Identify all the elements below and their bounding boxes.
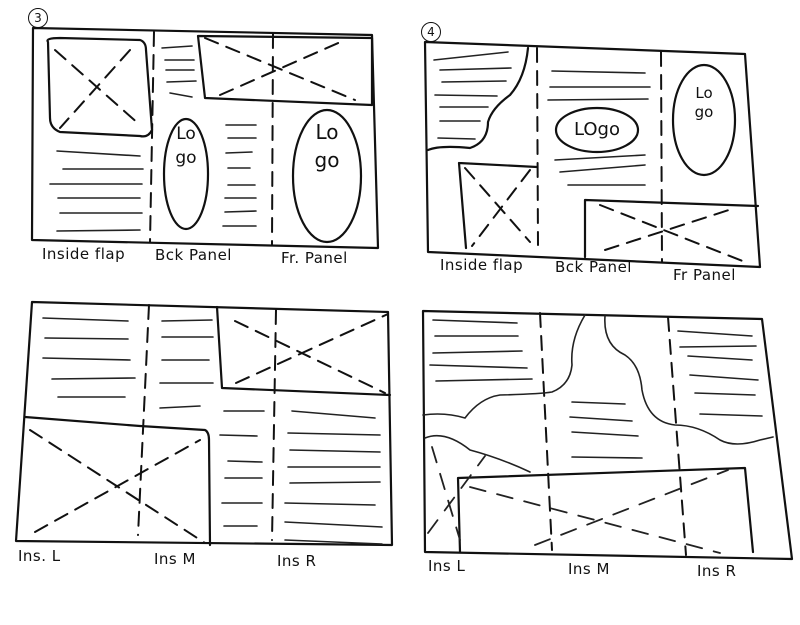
- panel-label-inside-middle: Ins M: [154, 550, 196, 568]
- text-lines: [161, 45, 197, 98]
- image-placeholder: [215, 305, 392, 397]
- image-placeholder: [456, 466, 755, 554]
- text-lines: [433, 51, 512, 140]
- sketch-6: [421, 309, 794, 561]
- fold-line: [149, 31, 155, 243]
- text-lines: [222, 124, 257, 227]
- fold-line: [536, 47, 539, 246]
- text-lines: [42, 317, 383, 545]
- panel-label-back-panel: Bck Panel: [155, 246, 232, 264]
- sketch-5: [14, 300, 394, 547]
- image-placeholder: [457, 161, 539, 250]
- image-cross: [469, 486, 721, 554]
- image-cross: [204, 37, 356, 101]
- panel-label-back-panel: Bck Panel: [555, 258, 632, 276]
- logo-oval: [291, 108, 363, 244]
- panel-label-front-panel: Fr. Panel: [281, 249, 348, 267]
- fold-line: [137, 304, 150, 536]
- fold-line: [271, 309, 277, 541]
- text-region-border: [422, 314, 586, 419]
- image-placeholder: [46, 36, 154, 138]
- text-region-border: [426, 46, 530, 152]
- fold-line: [539, 312, 553, 551]
- sketch-3-frame: [30, 26, 380, 250]
- image-cross: [534, 469, 729, 546]
- sketch-number-badge: 3: [28, 8, 48, 28]
- logo-text: LOgo: [574, 119, 620, 140]
- panel-label-inside-flap: Inside flap: [440, 256, 524, 274]
- text-region-border: [424, 434, 531, 473]
- logo-text: Logo: [175, 124, 197, 168]
- image-cross: [59, 49, 131, 129]
- panel-label-inside-flap: Inside flap: [42, 245, 126, 263]
- panel-label-inside-right: Ins R: [277, 552, 317, 570]
- logo-oval: [671, 63, 737, 177]
- sketch-3: [30, 26, 380, 250]
- sketch-5-frame: [14, 300, 394, 547]
- panel-label-inside-left: Ins. L: [18, 547, 61, 565]
- fold-line: [271, 33, 274, 246]
- image-cross: [34, 439, 201, 533]
- text-lines: [547, 70, 651, 186]
- panel-label-inside-left: Ins L: [428, 557, 466, 575]
- text-region-border: [604, 315, 774, 445]
- logo-oval: [554, 106, 640, 154]
- image-cross: [427, 455, 486, 534]
- image-cross: [235, 313, 389, 384]
- image-placeholder: [196, 34, 374, 107]
- fold-line: [660, 51, 663, 263]
- sketch-4-frame: [423, 40, 762, 269]
- logo-text: Logo: [694, 84, 714, 121]
- panel-label-inside-right: Ins R: [697, 562, 737, 580]
- logo-text: Logo: [314, 120, 340, 172]
- image-cross: [431, 446, 461, 541]
- image-cross: [234, 320, 386, 394]
- panel-label-front-panel: Fr Panel: [673, 266, 736, 284]
- image-placeholder: [583, 198, 760, 259]
- image-placeholder: [23, 415, 212, 547]
- image-cross: [604, 207, 736, 251]
- logo-oval: [162, 117, 210, 231]
- sketch-6-frame: [421, 309, 794, 561]
- image-cross: [471, 169, 531, 247]
- sketch-4: [423, 40, 762, 269]
- sketch-number-badge: 4: [421, 22, 441, 42]
- fold-line: [667, 316, 687, 556]
- image-cross: [599, 204, 746, 263]
- text-lines: [49, 150, 144, 232]
- panel-label-inside-middle: Ins M: [568, 560, 610, 578]
- image-cross: [219, 39, 346, 96]
- image-cross: [464, 167, 531, 243]
- text-lines: [429, 319, 763, 459]
